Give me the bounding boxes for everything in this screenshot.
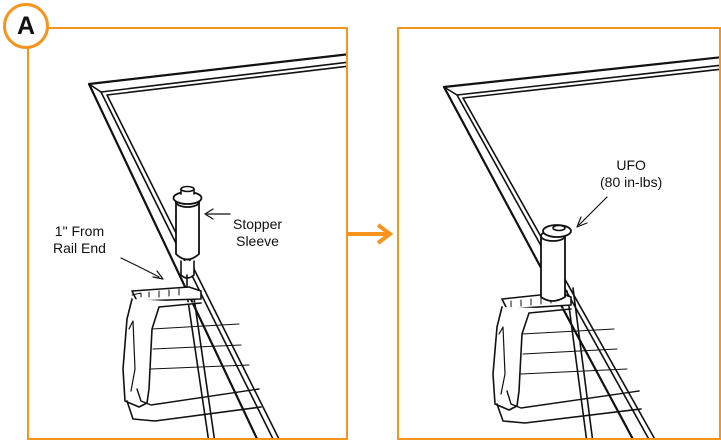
step-arrow-icon [348, 223, 394, 245]
ufo-installed-drawing [442, 56, 719, 438]
step-a-after-panel: UFO (80 in-lbs) [397, 27, 721, 440]
rail-end-distance-label: 1" From Rail End [53, 223, 106, 256]
ufo-torque-label: UFO (80 in-lbs) [600, 157, 663, 190]
stopper-sleeve-install-drawing [87, 53, 346, 438]
step-a-before-panel: 1" From Rail End Stopper Sleeve [27, 27, 348, 440]
stopper-sleeve-label: Stopper Sleeve [233, 216, 283, 249]
step-badge: A [3, 3, 49, 49]
